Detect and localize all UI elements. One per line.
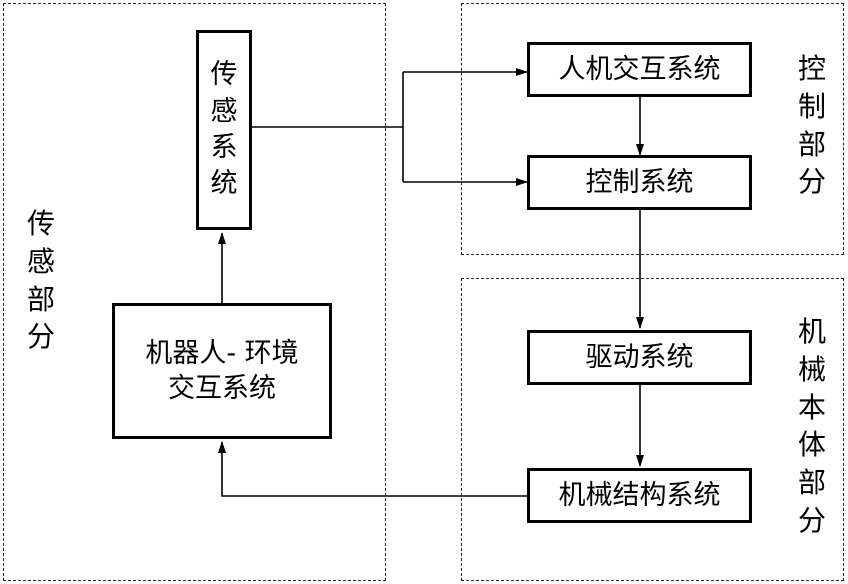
sensing-section-label: 传感部分 <box>26 207 55 354</box>
hmi-system-box: 人机交互系统 <box>527 42 752 97</box>
hmi-system-label: 人机交互系统 <box>558 53 721 85</box>
control-section-label: 控制部分 <box>797 52 826 199</box>
control-section <box>461 3 844 255</box>
mechanical-section-label: 机械本体部分 <box>797 315 826 537</box>
control-system-box: 控制系统 <box>527 155 752 210</box>
arrow-mechanical-to-interaction <box>218 441 527 497</box>
control-system-label: 控制系统 <box>585 166 694 198</box>
robot-environment-interaction-label: 机器人- 环境 交互系统 <box>145 337 299 404</box>
mechanical-structure-system-box: 机械结构系统 <box>527 468 752 523</box>
sensing-system-box: 传感系统 <box>196 30 252 230</box>
drive-system-label: 驱动系统 <box>585 341 694 373</box>
mechanical-structure-system-label: 机械结构系统 <box>558 479 721 511</box>
sensing-section <box>3 3 386 581</box>
drive-system-box: 驱动系统 <box>527 330 752 385</box>
mechanical-section <box>461 278 844 581</box>
robot-environment-interaction-box: 机器人- 环境 交互系统 <box>112 303 332 439</box>
sensing-system-label: 传感系统 <box>210 59 238 200</box>
